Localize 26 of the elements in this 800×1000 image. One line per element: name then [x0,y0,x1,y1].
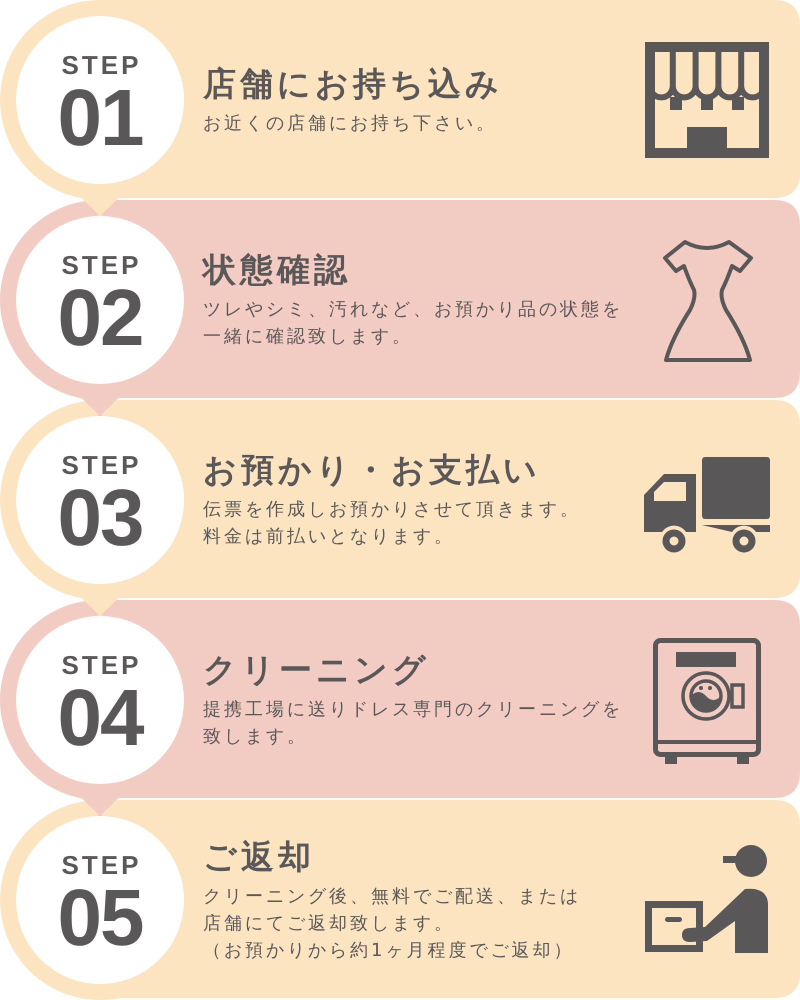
step-number: 02 [58,278,142,358]
step-label: STEP [60,52,142,78]
step-panel [0,800,800,1000]
step-panel [0,200,800,400]
description: 伝票を作成しお預かりさせて頂きます。料金は前払いとなります。 [203,498,582,549]
step-panel [0,0,800,200]
step-panel [0,400,800,600]
step-panel [0,600,800,800]
step-label: STEP [60,452,142,478]
step-number: 03 [58,478,142,558]
description: 提携工場に送りドレス専門のクリーニングを致します。 [203,698,624,749]
step-title: 状態確認 [203,249,351,291]
description: クリーニング後、無料でご配送、または店舗にてご返却致します。 [203,884,582,936]
step-label: STEP [60,252,142,278]
step-number: 01 [58,78,142,158]
description: ツレやシミ、汚れなど、お預かり品の状態を一緒に確認致します。 [203,298,624,349]
step-title: 店舗にお持ち込み [203,62,503,104]
description: お近くの店舗にお持ち下さい。 [203,112,497,136]
step-title: お預かり・お支払い [203,449,541,491]
step-title: ご返却 [203,836,315,878]
step-title: クリーニング [203,649,430,691]
note: （お預かりから約1ヶ月程度でご返却） [203,938,574,962]
step-number: 04 [58,678,142,758]
step-label: STEP [60,852,142,878]
step-number: 05 [58,878,142,958]
step-label: STEP [60,652,142,678]
